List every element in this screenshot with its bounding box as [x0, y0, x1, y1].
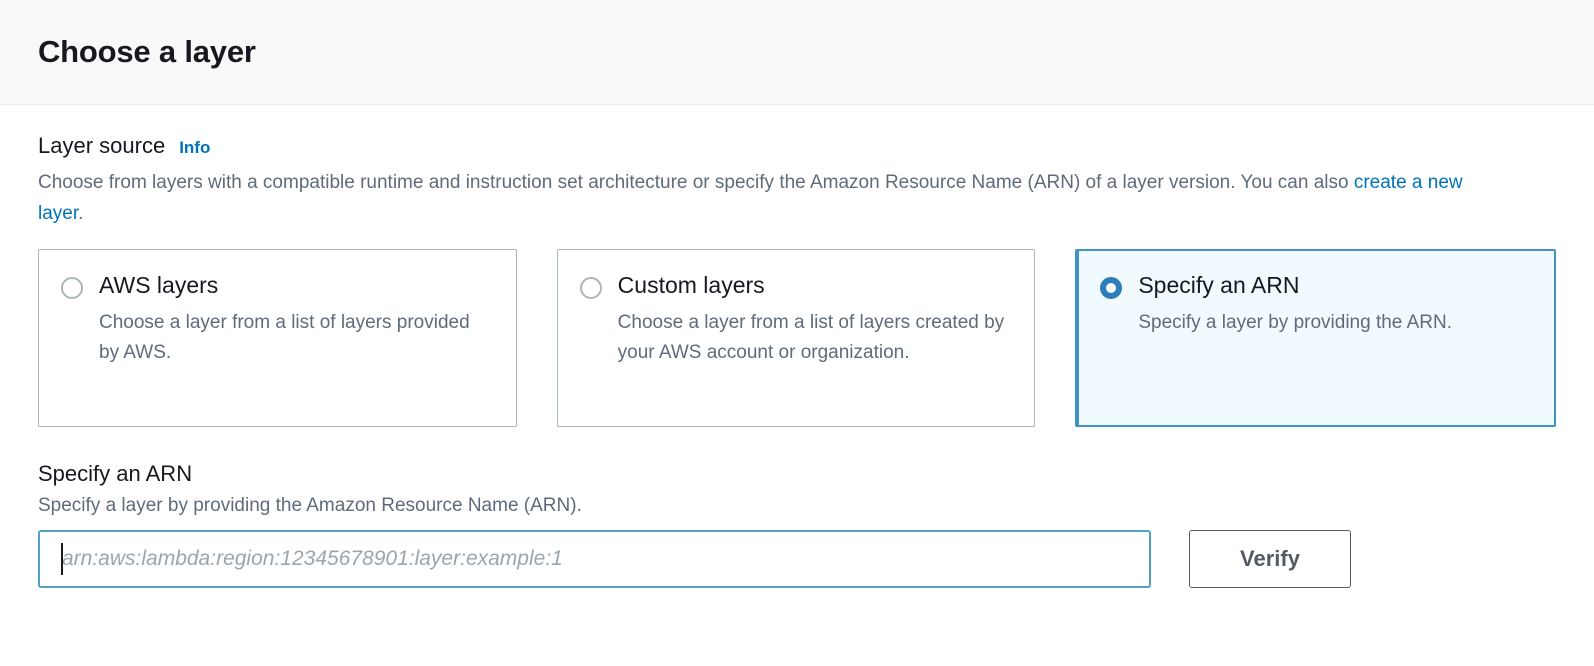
layer-source-option-aws-layers[interactable]: AWS layers Choose a layer from a list of… [38, 248, 517, 427]
page-title: Choose a layer [38, 34, 256, 69]
layer-source-option-aws-layers-description: Choose a layer from a list of layers pro… [99, 312, 470, 364]
layer-source-options: AWS layers Choose a layer from a list of… [38, 248, 1557, 427]
arn-section-description: Specify a layer by providing the Amazon … [38, 494, 582, 516]
arn-input-row: Verify [38, 529, 1556, 588]
radio-icon-custom-layers[interactable] [579, 276, 602, 299]
arn-input[interactable] [38, 529, 1151, 588]
radio-icon-specify-an-arn[interactable] [1100, 276, 1123, 299]
layer-source-option-specify-an-arn-text: Specify an ARN Specify a layer by provid… [1138, 272, 1531, 406]
layer-source-option-custom-layers[interactable]: Custom layers Choose a layer from a list… [556, 248, 1036, 427]
dialog-header: Choose a layer [0, 0, 1594, 105]
arn-section-title: Specify an ARN [38, 460, 193, 486]
text-cursor-icon [61, 542, 63, 575]
layer-source-option-specify-an-arn[interactable]: Specify an ARN Specify a layer by provid… [1075, 248, 1557, 427]
dialog-body: Layer source Info Choose from layers wit… [0, 105, 1594, 588]
layer-source-option-custom-layers-text: Custom layers Choose a layer from a list… [618, 272, 1011, 406]
verify-button[interactable]: Verify [1189, 529, 1351, 588]
create-a-new-layer-link[interactable]: create a new layer [38, 172, 1463, 224]
arn-input-wrapper [38, 529, 1151, 588]
layer-source-option-aws-layers-title: AWS layers [99, 271, 219, 298]
layer-source-label: Layer source [38, 133, 166, 158]
layer-source-label-row: Layer source Info [38, 133, 1556, 159]
layer-source-option-aws-layers-text: AWS layers Choose a layer from a list of… [99, 272, 492, 406]
radio-icon-aws-layers[interactable] [61, 276, 83, 299]
info-link[interactable]: Info [179, 138, 211, 157]
arn-section: Specify an ARN Specify a layer by provid… [38, 461, 1556, 588]
layer-source-option-custom-layers-description: Choose a layer from a list of layers cre… [617, 312, 1005, 364]
layer-source-option-specify-an-arn-description: Specify a layer by providing the ARN. [1138, 312, 1453, 334]
layer-source-description: Choose from layers with a compatible run… [38, 168, 1478, 230]
layer-source-option-custom-layers-title: Custom layers [617, 271, 765, 298]
layer-source-description-text-1: Choose from layers with a compatible run… [38, 172, 1354, 193]
layer-source-option-specify-an-arn-title: Specify an ARN [1138, 271, 1300, 298]
layer-source-description-text-2: . [78, 202, 84, 224]
